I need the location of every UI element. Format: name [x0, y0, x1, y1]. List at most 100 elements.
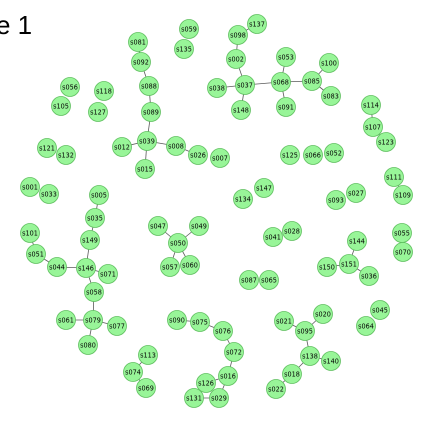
node-label: s123 — [378, 138, 394, 147]
node-s059: s059 — [179, 19, 199, 39]
node-s151: s151 — [339, 254, 359, 274]
node-label: s127 — [90, 108, 106, 117]
node-label: s076 — [215, 327, 231, 336]
node-circle — [209, 388, 229, 408]
node-circle — [302, 71, 322, 91]
node-s150: s150 — [317, 257, 337, 277]
node-circle — [94, 81, 114, 101]
node-label: s049 — [191, 222, 207, 231]
node-label: s053 — [278, 53, 294, 62]
node-label: s069 — [138, 384, 154, 393]
node-s140: s140 — [321, 351, 341, 371]
node-label: s079 — [85, 316, 101, 325]
node-label: s098 — [230, 31, 246, 40]
node-s066: s066 — [303, 145, 323, 165]
node-label: s113 — [140, 351, 156, 360]
node-label: s020 — [315, 310, 331, 319]
node-circle — [60, 77, 80, 97]
node-s080: s080 — [78, 335, 98, 355]
node-label: s021 — [276, 317, 292, 326]
node-s087: s087 — [239, 270, 259, 290]
node-circle — [123, 362, 143, 382]
node-s033: s033 — [39, 184, 59, 204]
node-label: s081 — [130, 38, 146, 47]
node-s022: s022 — [266, 379, 286, 399]
node-s045: s045 — [370, 300, 390, 320]
node-circle — [184, 388, 204, 408]
node-label: s134 — [235, 195, 251, 204]
node-label: s015 — [137, 165, 153, 174]
node-s077: s077 — [107, 316, 127, 336]
node-circle — [168, 233, 188, 253]
node-label: s029 — [211, 394, 227, 403]
node-label: s068 — [273, 78, 289, 87]
node-label: s055 — [394, 229, 410, 238]
node-circle — [393, 185, 413, 205]
node-label: s140 — [323, 357, 339, 366]
node-label: s131 — [186, 394, 202, 403]
node-s126: s126 — [196, 373, 216, 393]
node-label: s059 — [181, 25, 197, 34]
node-label: s095 — [297, 327, 313, 336]
node-s090: s090 — [167, 310, 187, 330]
node-s138: s138 — [300, 346, 320, 366]
node-label: s037 — [237, 81, 253, 90]
node-label: s118 — [96, 87, 112, 96]
node-label: s007 — [212, 154, 228, 163]
node-label: s026 — [190, 151, 206, 160]
node-label: s147 — [256, 184, 272, 193]
node-label: s075 — [192, 318, 208, 327]
node-circle — [56, 310, 76, 330]
node-circle — [190, 312, 210, 332]
node-circle — [189, 216, 209, 236]
node-label: s091 — [278, 103, 294, 112]
node-label: s093 — [328, 196, 344, 205]
node-label: s149 — [82, 236, 98, 245]
node-circle — [321, 351, 341, 371]
node-s075: s075 — [190, 312, 210, 332]
node-label: s038 — [209, 84, 225, 93]
node-s061: s061 — [56, 310, 76, 330]
node-label: s060 — [182, 261, 198, 270]
node-circle — [228, 25, 248, 45]
node-label: s045 — [372, 306, 388, 315]
node-s057: s057 — [160, 257, 180, 277]
node-label: s151 — [341, 260, 357, 269]
node-s105: s105 — [51, 96, 71, 116]
node-circle — [83, 310, 103, 330]
node-s079: s079 — [83, 310, 103, 330]
node-circle — [138, 345, 158, 365]
node-s098: s098 — [228, 25, 248, 45]
node-s081: s081 — [128, 32, 148, 52]
node-s007: s007 — [210, 148, 230, 168]
node-s026: s026 — [188, 145, 208, 165]
node-circle — [339, 254, 359, 274]
node-circle — [282, 221, 302, 241]
node-label: s050 — [170, 239, 186, 248]
node-circle — [363, 117, 383, 137]
node-circle — [188, 145, 208, 165]
node-s068: s068 — [271, 72, 291, 92]
node-label: s028 — [284, 227, 300, 236]
node-circle — [393, 242, 413, 262]
node-label: s001 — [22, 183, 38, 192]
node-s002: s002 — [226, 49, 246, 69]
node-s089: s089 — [141, 102, 161, 122]
node-label: s135 — [176, 45, 192, 54]
node-circle — [78, 335, 98, 355]
node-circle — [196, 373, 216, 393]
node-circle — [84, 282, 104, 302]
node-circle — [313, 304, 333, 324]
node-label: s100 — [321, 59, 337, 68]
node-circle — [282, 364, 302, 384]
node-s144: s144 — [347, 231, 367, 251]
node-s148: s148 — [231, 100, 251, 120]
node-circle — [213, 321, 233, 341]
node-s131: s131 — [184, 388, 204, 408]
node-label: s148 — [233, 106, 249, 115]
node-circle — [166, 136, 186, 156]
node-s109: s109 — [393, 185, 413, 205]
node-label: s061 — [58, 316, 74, 325]
node-label: s101 — [22, 229, 38, 238]
